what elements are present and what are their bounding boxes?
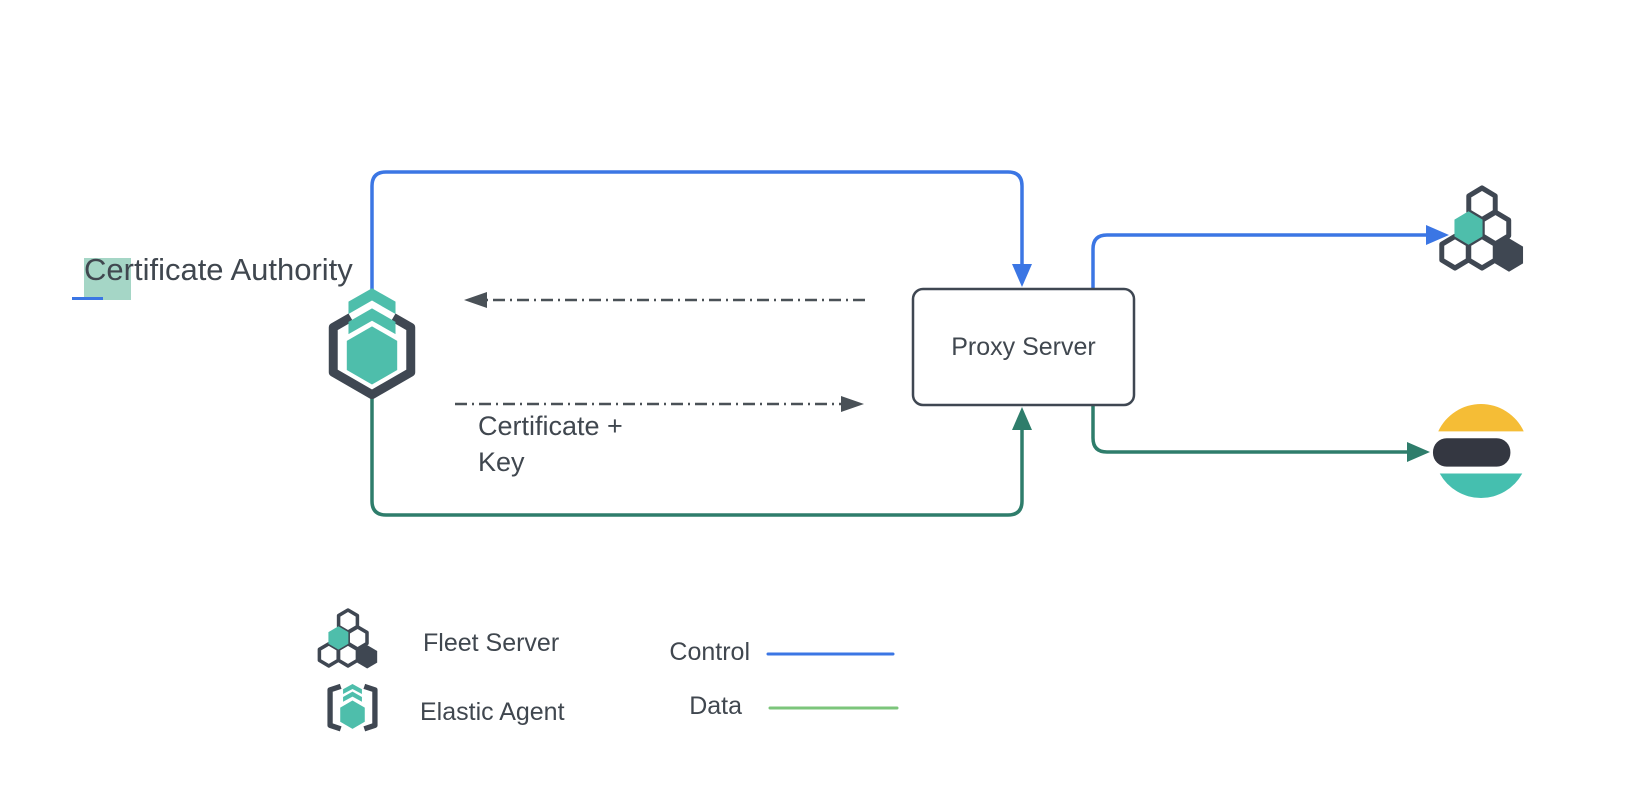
label-text: ertificate Authority — [106, 252, 353, 287]
legend-data-label: Data — [689, 692, 742, 720]
fleet-server-icon — [1439, 185, 1524, 272]
dashed-arrow-proxy-to-agent — [464, 292, 865, 308]
certificate-authority-label: Certificate Authority — [84, 252, 353, 288]
certificate-key-line1: Certificate + — [478, 411, 623, 441]
certificate-key-label: Certificate + Key — [478, 408, 623, 480]
data-line-proxy-to-elasticsearch — [1091, 405, 1430, 462]
control-line-agent-to-proxy — [370, 170, 1032, 300]
arrowhead-right-icon — [841, 396, 864, 412]
certificate-key-line2: Key — [478, 447, 525, 477]
legend-elastic-agent-label: Elastic Agent — [420, 698, 565, 726]
legend-control-label: Control — [669, 638, 750, 666]
elasticsearch-icon — [1432, 404, 1524, 498]
dashed-arrow-certificate-to-proxy — [455, 396, 864, 412]
arrowhead-down-icon — [1012, 264, 1032, 287]
elastic-agent-icon — [327, 683, 378, 732]
arrowhead-right-icon — [1407, 442, 1430, 462]
arrowhead-right-icon — [1426, 225, 1449, 245]
selected-character: C — [84, 252, 107, 287]
proxy-server-box — [911, 287, 1136, 407]
arrowhead-left-icon — [464, 292, 487, 308]
text-cursor-underline — [72, 297, 103, 300]
text-selection-highlight — [84, 258, 131, 300]
proxy-server-label: Proxy Server — [951, 332, 1096, 361]
fleet-server-icon — [317, 608, 378, 669]
arrowhead-up-icon — [1012, 407, 1032, 430]
control-line-proxy-to-fleet — [1091, 225, 1449, 289]
data-line-agent-to-proxy — [370, 390, 1032, 517]
elastic-agent-icon — [328, 288, 416, 400]
legend-fleet-server-label: Fleet Server — [423, 629, 560, 657]
